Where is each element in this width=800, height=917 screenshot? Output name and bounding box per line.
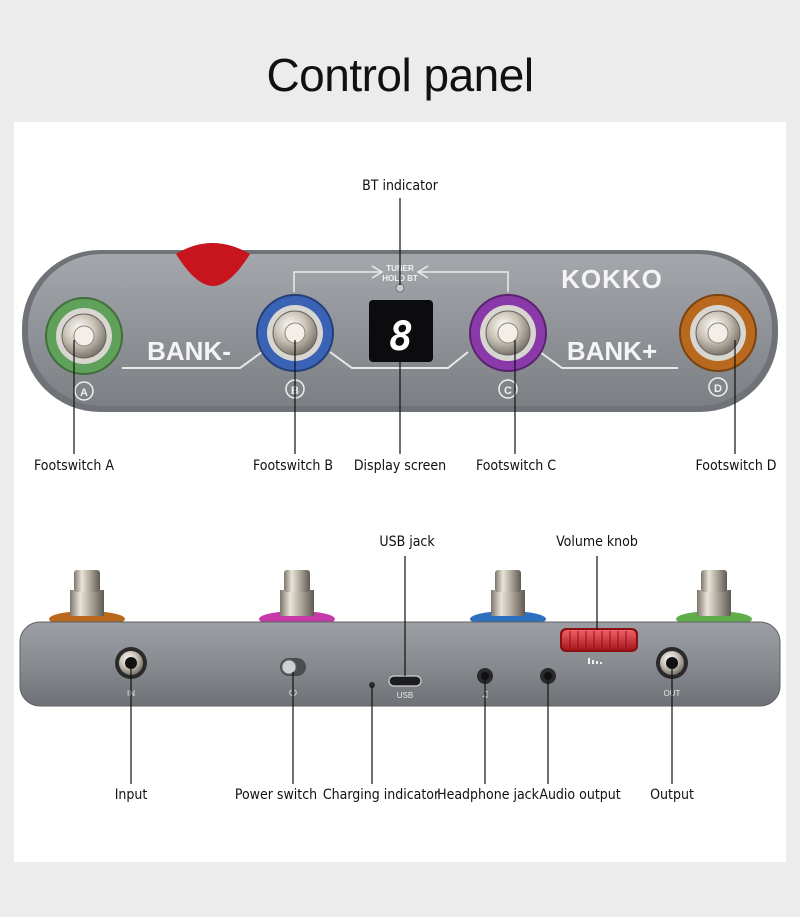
page-title: Control panel: [266, 49, 534, 101]
bank-plus-line: [539, 351, 678, 369]
audio-output-jack[interactable]: [540, 668, 556, 684]
power-switch-callout: Power switch: [234, 787, 318, 803]
top-view-panel: TUNER HOLD BT 8 KOKKO BANK- BANK+: [22, 243, 778, 412]
headphone-jack-callout: Headphone jack: [437, 787, 539, 803]
footswitch-d-callout: Footswitch D: [695, 458, 777, 474]
red-accent: [176, 243, 250, 286]
power-switch[interactable]: [280, 658, 306, 676]
badge-a: A: [74, 381, 94, 401]
side-view-panel: IN ⏻ USB ♫: [19, 570, 781, 707]
footswitch-b-top[interactable]: [256, 294, 334, 372]
bank-minus-label: BANK-: [147, 336, 231, 366]
bank-plus-label: BANK+: [567, 336, 657, 366]
audio-output-callout: Audio output: [539, 787, 621, 803]
footswitch-b-callout: Footswitch B: [253, 458, 333, 474]
badge-c: C: [498, 379, 518, 399]
headphone-jack[interactable]: [477, 668, 493, 684]
usb-port[interactable]: [388, 675, 422, 687]
bt-indicator-callout: BT indicator: [362, 178, 438, 194]
volume-knob-callout: Volume knob: [556, 534, 638, 550]
display-screen: [369, 300, 433, 362]
footswitch-a-callout: Footswitch A: [34, 458, 114, 474]
tuner-bracket: [293, 271, 509, 292]
top-leader-lines: [73, 198, 736, 454]
bank-minus-line: [122, 351, 263, 369]
bottom-leader-lines: [130, 556, 673, 784]
charging-indicator-led: [369, 682, 375, 688]
input-jack[interactable]: [115, 647, 147, 679]
output-jack[interactable]: [656, 647, 688, 679]
svg-text:A: A: [80, 387, 88, 399]
usb-label: USB: [397, 691, 413, 700]
footswitch-a-top[interactable]: [45, 297, 123, 375]
brand-logo: KOKKO: [561, 264, 663, 294]
input-callout: Input: [114, 787, 148, 803]
display-screen-callout: Display screen: [353, 458, 447, 474]
badge-d: D: [708, 377, 728, 397]
charging-indicator-callout: Charging indicator: [322, 787, 440, 803]
bt-indicator-led: [395, 283, 405, 293]
svg-text:D: D: [714, 383, 722, 395]
footswitch-c-callout: Footswitch C: [475, 458, 557, 474]
volume-knob[interactable]: [560, 628, 638, 664]
footswitch-d-top[interactable]: [679, 294, 757, 372]
usb-jack-callout: USB jack: [379, 534, 435, 550]
output-callout: Output: [650, 787, 694, 803]
svg-text:C: C: [504, 385, 512, 397]
display-digit: 8: [389, 314, 413, 360]
footswitch-c-top[interactable]: [469, 294, 547, 372]
